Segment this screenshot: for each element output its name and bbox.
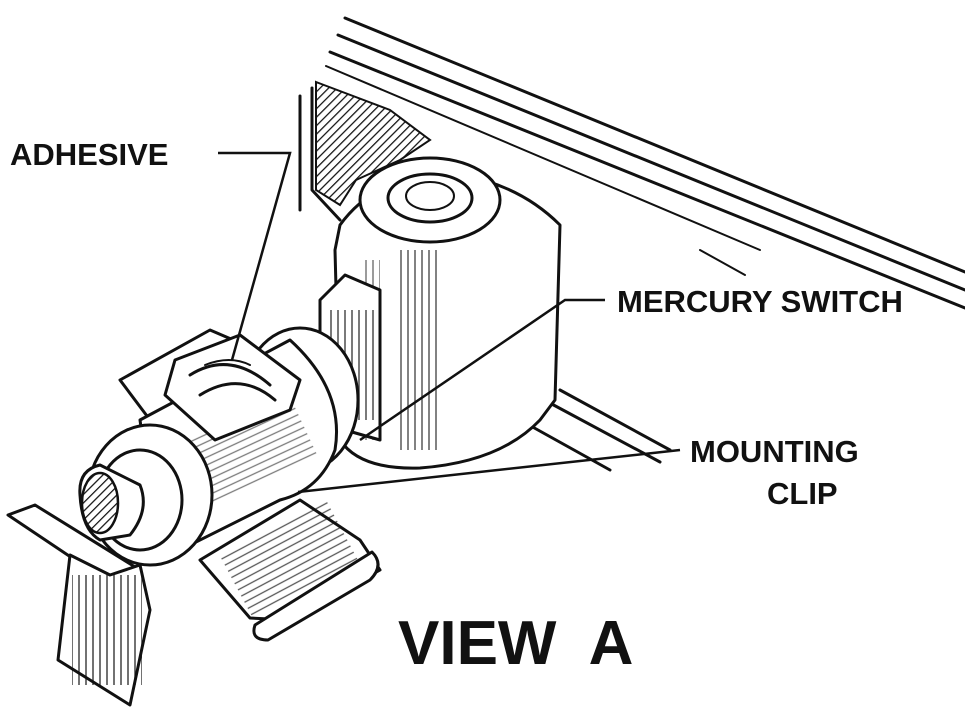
adhesive-leader	[218, 151, 292, 361]
leader-lines	[218, 151, 681, 494]
mounting-clip-leader	[297, 448, 681, 494]
hood-panel	[298, 16, 965, 472]
mercury-switch-leader	[359, 298, 605, 442]
view-title: VIEW A	[398, 609, 633, 678]
mercury-switch-label: MERCURY SWITCH	[617, 284, 903, 319]
adhesive-label: ADHESIVE	[10, 137, 168, 172]
switch-cartridge	[78, 326, 360, 567]
cavity-shade	[315, 80, 432, 207]
mounting-clip-label-line2: CLIP	[767, 476, 838, 511]
bracket-flap	[6, 503, 152, 707]
mounting-clip-label-line1: MOUNTING	[690, 434, 859, 469]
